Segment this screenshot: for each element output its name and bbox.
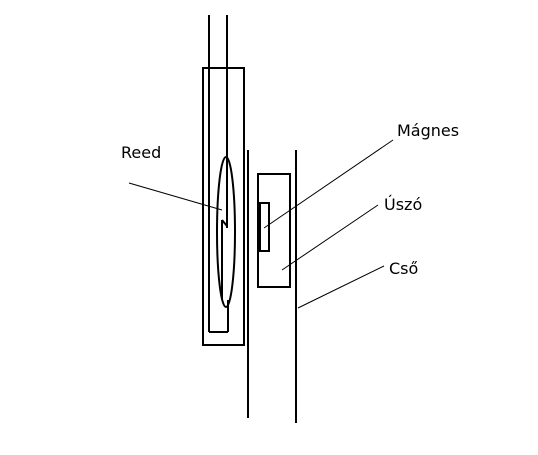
reed-glass-envelope [216,156,236,308]
label-reed: Reed [121,143,161,162]
leader-magnes [263,139,394,229]
float-body [257,173,291,288]
leader-reed [128,182,223,211]
leader-cso [297,265,385,309]
reed-contact-tip [221,219,228,227]
label-cso: Cső [389,259,418,278]
leader-uszo [281,204,379,271]
label-magnes: Mágnes [397,121,459,140]
label-uszo: Úszó [384,195,422,214]
magnet [259,202,270,252]
reed-housing [202,67,245,346]
